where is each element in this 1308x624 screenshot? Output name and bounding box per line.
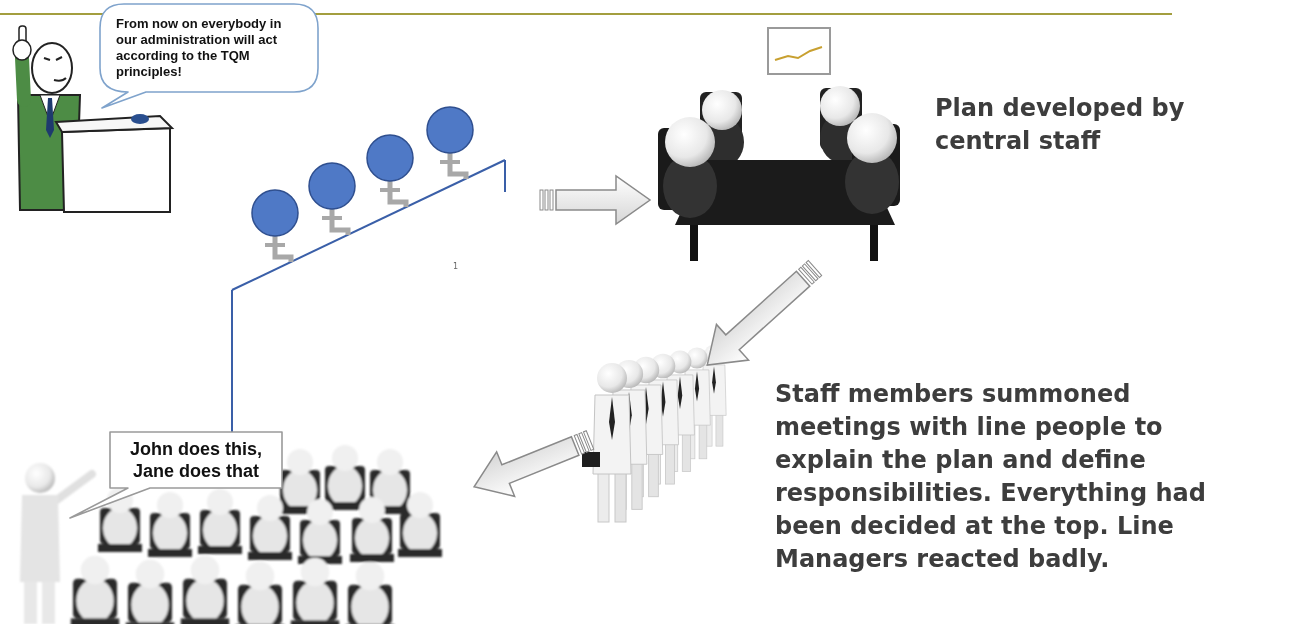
- desk-top: [56, 116, 172, 132]
- flow-arrow: [540, 176, 650, 224]
- seated-person: [71, 556, 119, 624]
- bubble-text: From now on everybody in our administrat…: [116, 16, 302, 80]
- presenter-leg: [42, 582, 55, 624]
- speaker-brows: [44, 57, 62, 60]
- arrow-stripe: [545, 190, 548, 210]
- flow-arrow: [465, 418, 599, 509]
- businessman: [582, 363, 631, 522]
- speaker-head: [32, 43, 72, 93]
- stick-body: [390, 181, 406, 207]
- monitor-chart: [775, 47, 822, 60]
- speaker-hand: [13, 40, 31, 60]
- speech-bubble-shape: [100, 4, 318, 108]
- head-circle: [309, 163, 355, 209]
- audience-member: [252, 190, 298, 262]
- arrow-body: [465, 424, 584, 509]
- audience-member: [309, 163, 355, 235]
- speaker-hand-desk: [131, 114, 149, 124]
- seated-person: [181, 556, 229, 624]
- speech-bubble: From now on everybody in our administrat…: [100, 4, 318, 92]
- arrow-stripe: [550, 190, 553, 210]
- presenter-leg: [24, 582, 37, 624]
- presenter-body: [20, 495, 60, 582]
- presenter-head: [25, 463, 55, 493]
- person-head: [665, 117, 715, 167]
- stick-body: [450, 153, 466, 179]
- stick-arms: [265, 243, 285, 247]
- seated-person: [198, 489, 242, 554]
- seated-person: [346, 562, 394, 624]
- person-head: [702, 90, 742, 130]
- callout-box: John does this, Jane does that: [110, 432, 282, 488]
- seated-person: [291, 558, 339, 624]
- platform-riser: [504, 160, 506, 192]
- table-leg: [690, 225, 698, 261]
- stick-arms: [440, 160, 460, 164]
- seated-person: [236, 562, 284, 624]
- seated-person: [126, 560, 174, 624]
- stick-arms: [380, 188, 400, 192]
- side-note: Plan developed by central staff: [935, 92, 1197, 158]
- callout-text: John does this, Jane does that: [121, 438, 271, 482]
- audience-member: [367, 135, 413, 207]
- seated-person: [398, 492, 442, 557]
- platform-post: [231, 290, 233, 432]
- person-head: [820, 86, 860, 126]
- standing-presenter: [20, 463, 92, 624]
- stick-body: [332, 209, 348, 235]
- audience-platform: [232, 107, 505, 432]
- table-leg: [870, 225, 878, 261]
- arrow-body: [556, 176, 650, 224]
- arrow-body: [691, 261, 819, 383]
- head-circle: [252, 190, 298, 236]
- side-note: Staff members summoned meetings with lin…: [775, 378, 1245, 576]
- meeting-picture: [658, 28, 900, 261]
- monitor: [768, 28, 830, 74]
- callout-box-shape: [70, 432, 282, 518]
- head-circle: [427, 107, 473, 153]
- stick-arms: [322, 216, 342, 220]
- platform-slope: [232, 160, 505, 290]
- audience-member: [427, 107, 473, 179]
- speaker-arm: [22, 58, 24, 100]
- seated-person: [148, 492, 192, 557]
- arrow-stripe: [540, 190, 543, 210]
- seated-person: [350, 497, 394, 562]
- presenter-arm: [54, 474, 92, 502]
- head-circle: [367, 135, 413, 181]
- flow-arrow: [691, 250, 831, 383]
- businessmen-line: [582, 344, 726, 522]
- stick-body: [275, 236, 291, 262]
- person-head: [847, 113, 897, 163]
- speaker-tie: [46, 98, 54, 138]
- seated-person: [298, 499, 342, 564]
- speaker-mouth: [54, 78, 66, 81]
- seated-person: [323, 445, 367, 510]
- page-number: 1: [453, 262, 473, 272]
- desk-front: [62, 128, 170, 212]
- seated-person: [248, 495, 292, 560]
